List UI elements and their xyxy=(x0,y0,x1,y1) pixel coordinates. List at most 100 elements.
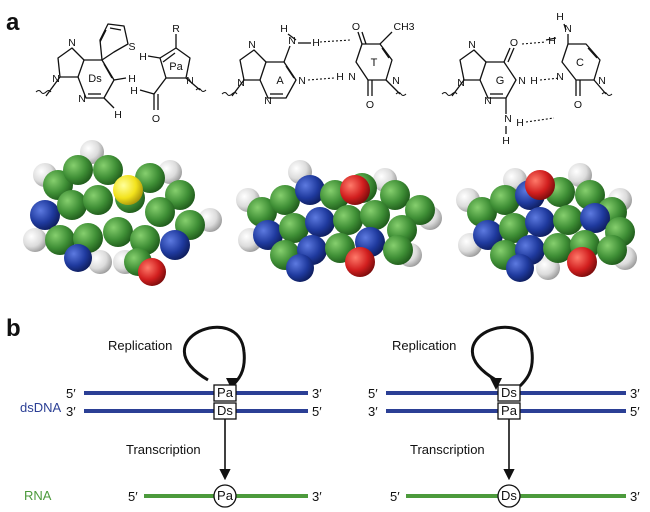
ds-n7: N xyxy=(68,37,76,49)
carbon-atom xyxy=(45,225,75,255)
hydrogen-atom xyxy=(23,228,47,252)
pa-n: N xyxy=(186,75,194,87)
g-n7: N xyxy=(468,39,476,51)
carbon-atom xyxy=(405,195,435,225)
t-o4: O xyxy=(352,21,360,33)
oxygen-atom xyxy=(345,247,375,277)
carbon-atom xyxy=(333,205,363,235)
panel-b-label: b xyxy=(6,315,21,342)
right-bottom-base: Pa xyxy=(501,403,518,418)
nitrogen-atom xyxy=(30,200,60,230)
a-n1: N xyxy=(298,75,306,87)
carbon-atom xyxy=(165,180,195,210)
c-ring-label: C xyxy=(576,57,584,69)
right-top-base-box xyxy=(497,384,521,402)
gc-hbond-2 xyxy=(539,77,561,81)
c-h4b: H xyxy=(548,35,556,47)
right-replication-arrow xyxy=(470,325,534,388)
dsdna-label: dsDNA xyxy=(20,400,62,415)
t-n3: N xyxy=(348,71,356,83)
hydrogen-atom xyxy=(88,250,112,274)
a-n6: N xyxy=(288,35,296,47)
t-ring-label: T xyxy=(371,57,378,69)
a-n3: N xyxy=(264,95,272,107)
g-n1: N xyxy=(518,75,526,87)
a-h6b: H xyxy=(312,37,320,49)
pa-h-ald: H xyxy=(130,85,138,97)
pa-ring-label: Pa xyxy=(169,61,183,73)
pa-r: R xyxy=(172,23,180,35)
sulfur-atom xyxy=(113,175,143,205)
rna-label: RNA xyxy=(24,488,52,503)
nitrogen-atom xyxy=(286,254,314,282)
carbon-atom xyxy=(597,235,627,265)
carbon-atom xyxy=(135,163,165,193)
carbon-atom xyxy=(247,197,277,227)
right-top-3prime: 3′ xyxy=(630,386,640,401)
carbon-atom xyxy=(380,180,410,210)
t-methyl: CH3 xyxy=(393,21,414,33)
nitrogen-atom xyxy=(525,207,555,237)
c-n3: N xyxy=(556,71,564,83)
g-h1: H xyxy=(530,75,538,87)
g-structure: N N O N H N H H N G xyxy=(441,37,538,147)
g-c-space-filling-model xyxy=(456,163,637,282)
right-rna-base-circle xyxy=(497,484,521,508)
oxygen-atom xyxy=(138,258,166,286)
t-o2: O xyxy=(366,99,374,111)
ds-structure: N N N H H S Ds xyxy=(35,23,136,121)
g-h2b: H xyxy=(502,135,510,147)
left-rna-base: Pa xyxy=(217,488,234,503)
gc-hbond-3 xyxy=(525,117,555,123)
right-rna-base: Ds xyxy=(501,488,517,503)
t-n1: N xyxy=(392,75,400,87)
c-h4a: H xyxy=(556,11,564,23)
right-top-5prime: 5′ xyxy=(368,386,378,401)
ds-ring-label: Ds xyxy=(88,73,102,85)
right-transcription-label: Transcription xyxy=(410,442,485,457)
carbon-atom xyxy=(499,213,529,243)
right-replication-label: Replication xyxy=(392,338,456,353)
a-n7: N xyxy=(248,39,256,51)
left-top-base: Pa xyxy=(217,385,234,400)
at-hbond-1 xyxy=(319,39,351,43)
a-t-space-filling-model xyxy=(236,160,442,282)
nitrogen-atom xyxy=(305,207,335,237)
carbon-atom xyxy=(575,180,605,210)
nitrogen-atom xyxy=(64,244,92,272)
carbon-atom xyxy=(270,185,300,215)
left-rna-base-circle xyxy=(213,484,237,508)
carbon-atom xyxy=(543,233,573,263)
pa-o: O xyxy=(152,113,160,125)
carbon-atom xyxy=(553,205,583,235)
carbon-atom xyxy=(490,185,520,215)
left-bottom-base: Ds xyxy=(217,403,233,418)
a-ring-label: A xyxy=(276,75,284,87)
carbon-atom xyxy=(383,235,413,265)
g-ring-label: G xyxy=(496,75,505,87)
carbon-atom xyxy=(279,213,309,243)
right-bottom-5prime: 5′ xyxy=(630,404,640,419)
carbon-atom xyxy=(57,190,87,220)
a-n9: N xyxy=(237,77,245,89)
g-o6: O xyxy=(510,37,518,49)
nitrogen-atom xyxy=(295,175,325,205)
left-top-3prime: 3′ xyxy=(312,386,322,401)
carbon-atom xyxy=(83,185,113,215)
right-top-base: Ds xyxy=(501,385,517,400)
g-n9: N xyxy=(457,77,465,89)
left-transcription-label: Transcription xyxy=(126,442,201,457)
nitrogen-atom xyxy=(580,203,610,233)
right-bottom-3prime: 3′ xyxy=(368,404,378,419)
ds-pa-space-filling-model xyxy=(23,140,222,286)
carbon-atom xyxy=(93,155,123,185)
g-n3: N xyxy=(484,95,492,107)
left-rna-5prime: 5′ xyxy=(128,489,138,504)
right-scheme: Replication 5′ 3′ 3′ 5′ Ds Pa Transcript… xyxy=(368,325,640,508)
c-o2: O xyxy=(574,99,582,111)
right-rna-3prime: 3′ xyxy=(630,489,640,504)
carbon-atom xyxy=(63,155,93,185)
c-n1: N xyxy=(598,75,606,87)
left-top-5prime: 5′ xyxy=(66,386,76,401)
